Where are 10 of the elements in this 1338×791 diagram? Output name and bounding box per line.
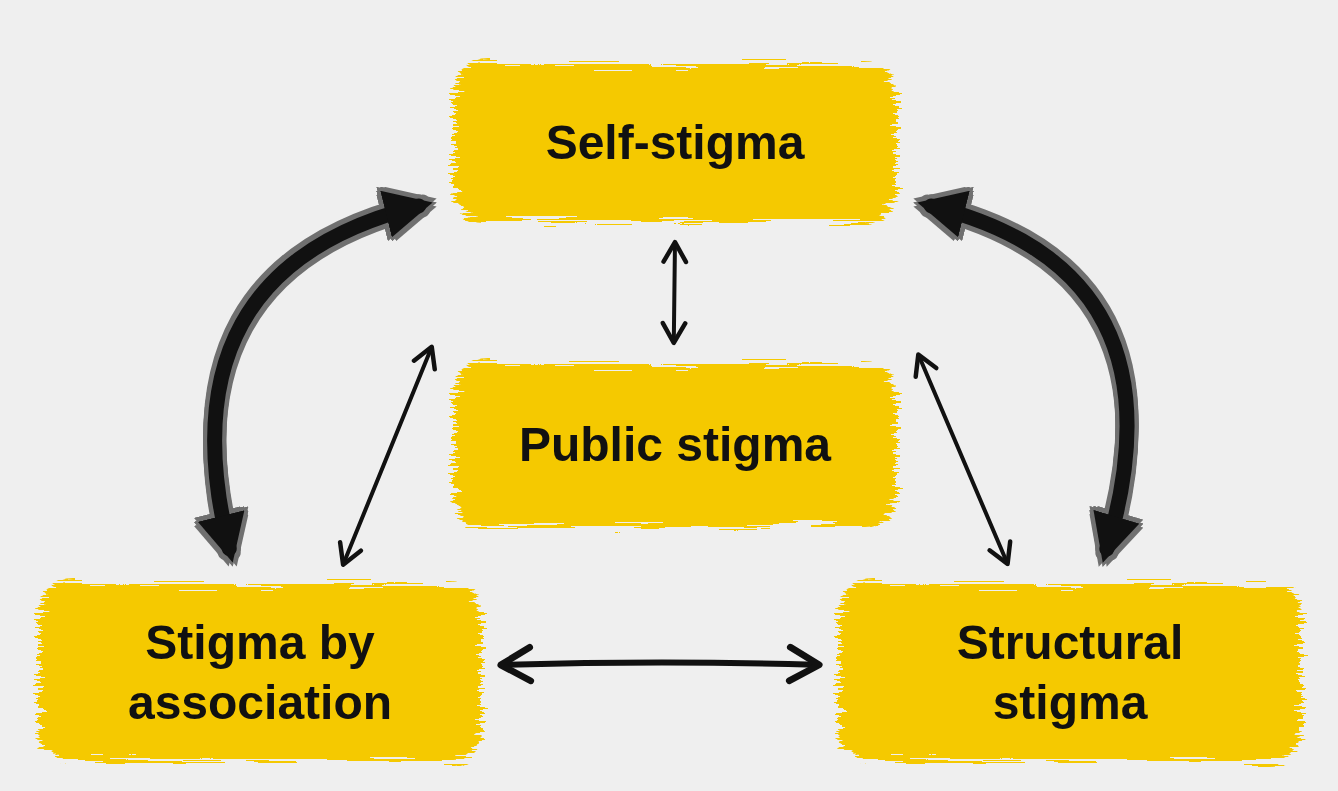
- double-arrow: [913, 352, 1013, 567]
- node-label: Self-stigma: [545, 114, 805, 171]
- node-label: Public stigma: [518, 417, 832, 473]
- double-arrow: [497, 643, 823, 685]
- curved-double-arrow: [917, 192, 1139, 563]
- node-label: Structural stigma: [955, 614, 1185, 731]
- node-label: Stigma by association: [126, 614, 394, 731]
- double-arrow: [337, 344, 437, 567]
- double-arrow: [660, 239, 689, 346]
- curved-double-arrow: [198, 192, 433, 563]
